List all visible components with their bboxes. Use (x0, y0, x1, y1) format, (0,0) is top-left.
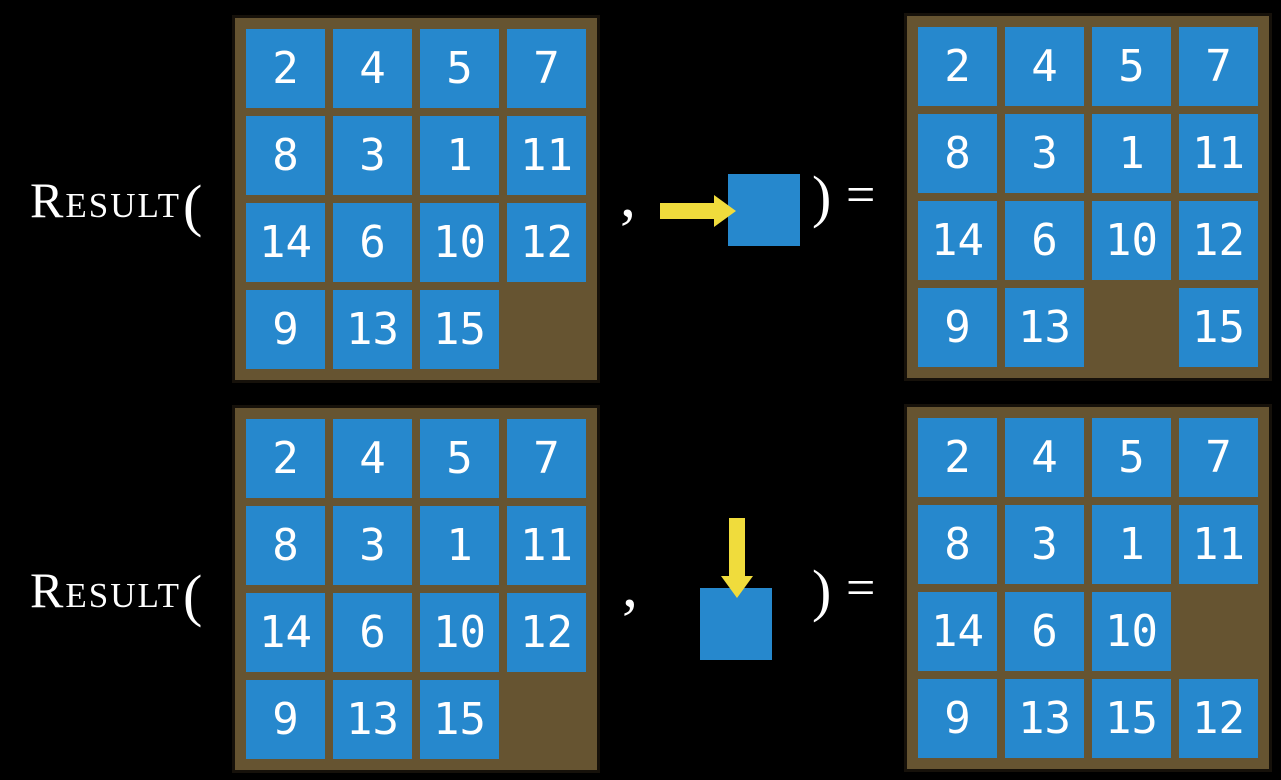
puzzle-tile: 8 (246, 506, 325, 585)
puzzle-tile: 11 (507, 506, 586, 585)
puzzle-tile: 10 (1092, 592, 1171, 671)
puzzle-tile: 2 (246, 29, 325, 108)
close-paren: ) (812, 558, 832, 623)
puzzle-tile: 9 (918, 288, 997, 367)
puzzle-tile: 4 (333, 29, 412, 108)
puzzle-tile: 4 (1005, 27, 1084, 106)
puzzle-tile: 6 (333, 203, 412, 282)
puzzle-tile: 5 (1092, 418, 1171, 497)
puzzle-tile: 7 (507, 419, 586, 498)
puzzle-tile: 15 (420, 680, 499, 759)
result-function-label-row1: Result( (30, 168, 203, 238)
puzzle-tile: 1 (1092, 114, 1171, 193)
open-paren: ( (183, 173, 203, 238)
puzzle-tile: 15 (1092, 679, 1171, 758)
moving-tile-square (700, 588, 772, 660)
puzzle-tile: 7 (507, 29, 586, 108)
puzzle-tile: 6 (333, 593, 412, 672)
empty-cell (507, 290, 586, 369)
puzzle-tile: 11 (1179, 505, 1258, 584)
puzzle-tile: 3 (1005, 505, 1084, 584)
close-paren: ) (812, 164, 832, 229)
puzzle-tile: 10 (1092, 201, 1171, 280)
puzzle-tile: 6 (1005, 592, 1084, 671)
puzzle-tile: 12 (1179, 679, 1258, 758)
result-function-label-row2: Result( (30, 558, 203, 628)
equals-sign: = (846, 560, 876, 617)
puzzle-tile: 8 (918, 114, 997, 193)
puzzle-tile: 3 (333, 116, 412, 195)
puzzle-tile: 2 (918, 27, 997, 106)
puzzle-tile: 12 (507, 593, 586, 672)
puzzle-tile: 7 (1179, 27, 1258, 106)
puzzle-tile: 9 (246, 290, 325, 369)
puzzle-tile: 2 (918, 418, 997, 497)
puzzle-tile: 2 (246, 419, 325, 498)
comma: , (622, 549, 638, 620)
puzzle-tile: 4 (333, 419, 412, 498)
open-paren: ( (183, 563, 203, 628)
puzzle-tile: 15 (420, 290, 499, 369)
puzzle-tile: 13 (333, 680, 412, 759)
empty-cell (1092, 288, 1171, 367)
puzzle-tile: 12 (1179, 201, 1258, 280)
puzzle-tile: 13 (1005, 679, 1084, 758)
puzzle-tile: 3 (1005, 114, 1084, 193)
puzzle-tile: 1 (1092, 505, 1171, 584)
function-name-text: Result (30, 172, 182, 228)
puzzle-tile: 10 (420, 593, 499, 672)
puzzle-tile: 8 (246, 116, 325, 195)
equals-sign: = (846, 167, 876, 224)
puzzle-tile: 5 (1092, 27, 1171, 106)
puzzle-tile: 14 (918, 201, 997, 280)
puzzle-tile: 13 (333, 290, 412, 369)
puzzle-tile: 3 (333, 506, 412, 585)
puzzle-tile: 9 (918, 679, 997, 758)
moving-tile-square (728, 174, 800, 246)
puzzle-tile: 14 (918, 592, 997, 671)
arrow-down-icon (721, 518, 753, 598)
empty-cell (507, 680, 586, 759)
puzzle-tile: 1 (420, 116, 499, 195)
puzzle-tile: 15 (1179, 288, 1258, 367)
puzzle-tile: 7 (1179, 418, 1258, 497)
puzzle-tile: 14 (246, 203, 325, 282)
puzzle-tile: 4 (1005, 418, 1084, 497)
arrow-right-icon (660, 195, 736, 227)
empty-cell (1179, 592, 1258, 671)
puzzle-tile: 14 (246, 593, 325, 672)
puzzle-tile: 8 (918, 505, 997, 584)
puzzle-tile: 1 (420, 506, 499, 585)
puzzle-tile: 10 (420, 203, 499, 282)
puzzle-tile: 5 (420, 29, 499, 108)
puzzle-tile: 6 (1005, 201, 1084, 280)
puzzle-tile: 11 (1179, 114, 1258, 193)
puzzle-tile: 11 (507, 116, 586, 195)
puzzle-tile: 5 (420, 419, 499, 498)
puzzle-tile: 12 (507, 203, 586, 282)
puzzle-tile: 13 (1005, 288, 1084, 367)
puzzle-tile: 9 (246, 680, 325, 759)
comma: , (620, 159, 636, 230)
function-name-text: Result (30, 562, 182, 618)
